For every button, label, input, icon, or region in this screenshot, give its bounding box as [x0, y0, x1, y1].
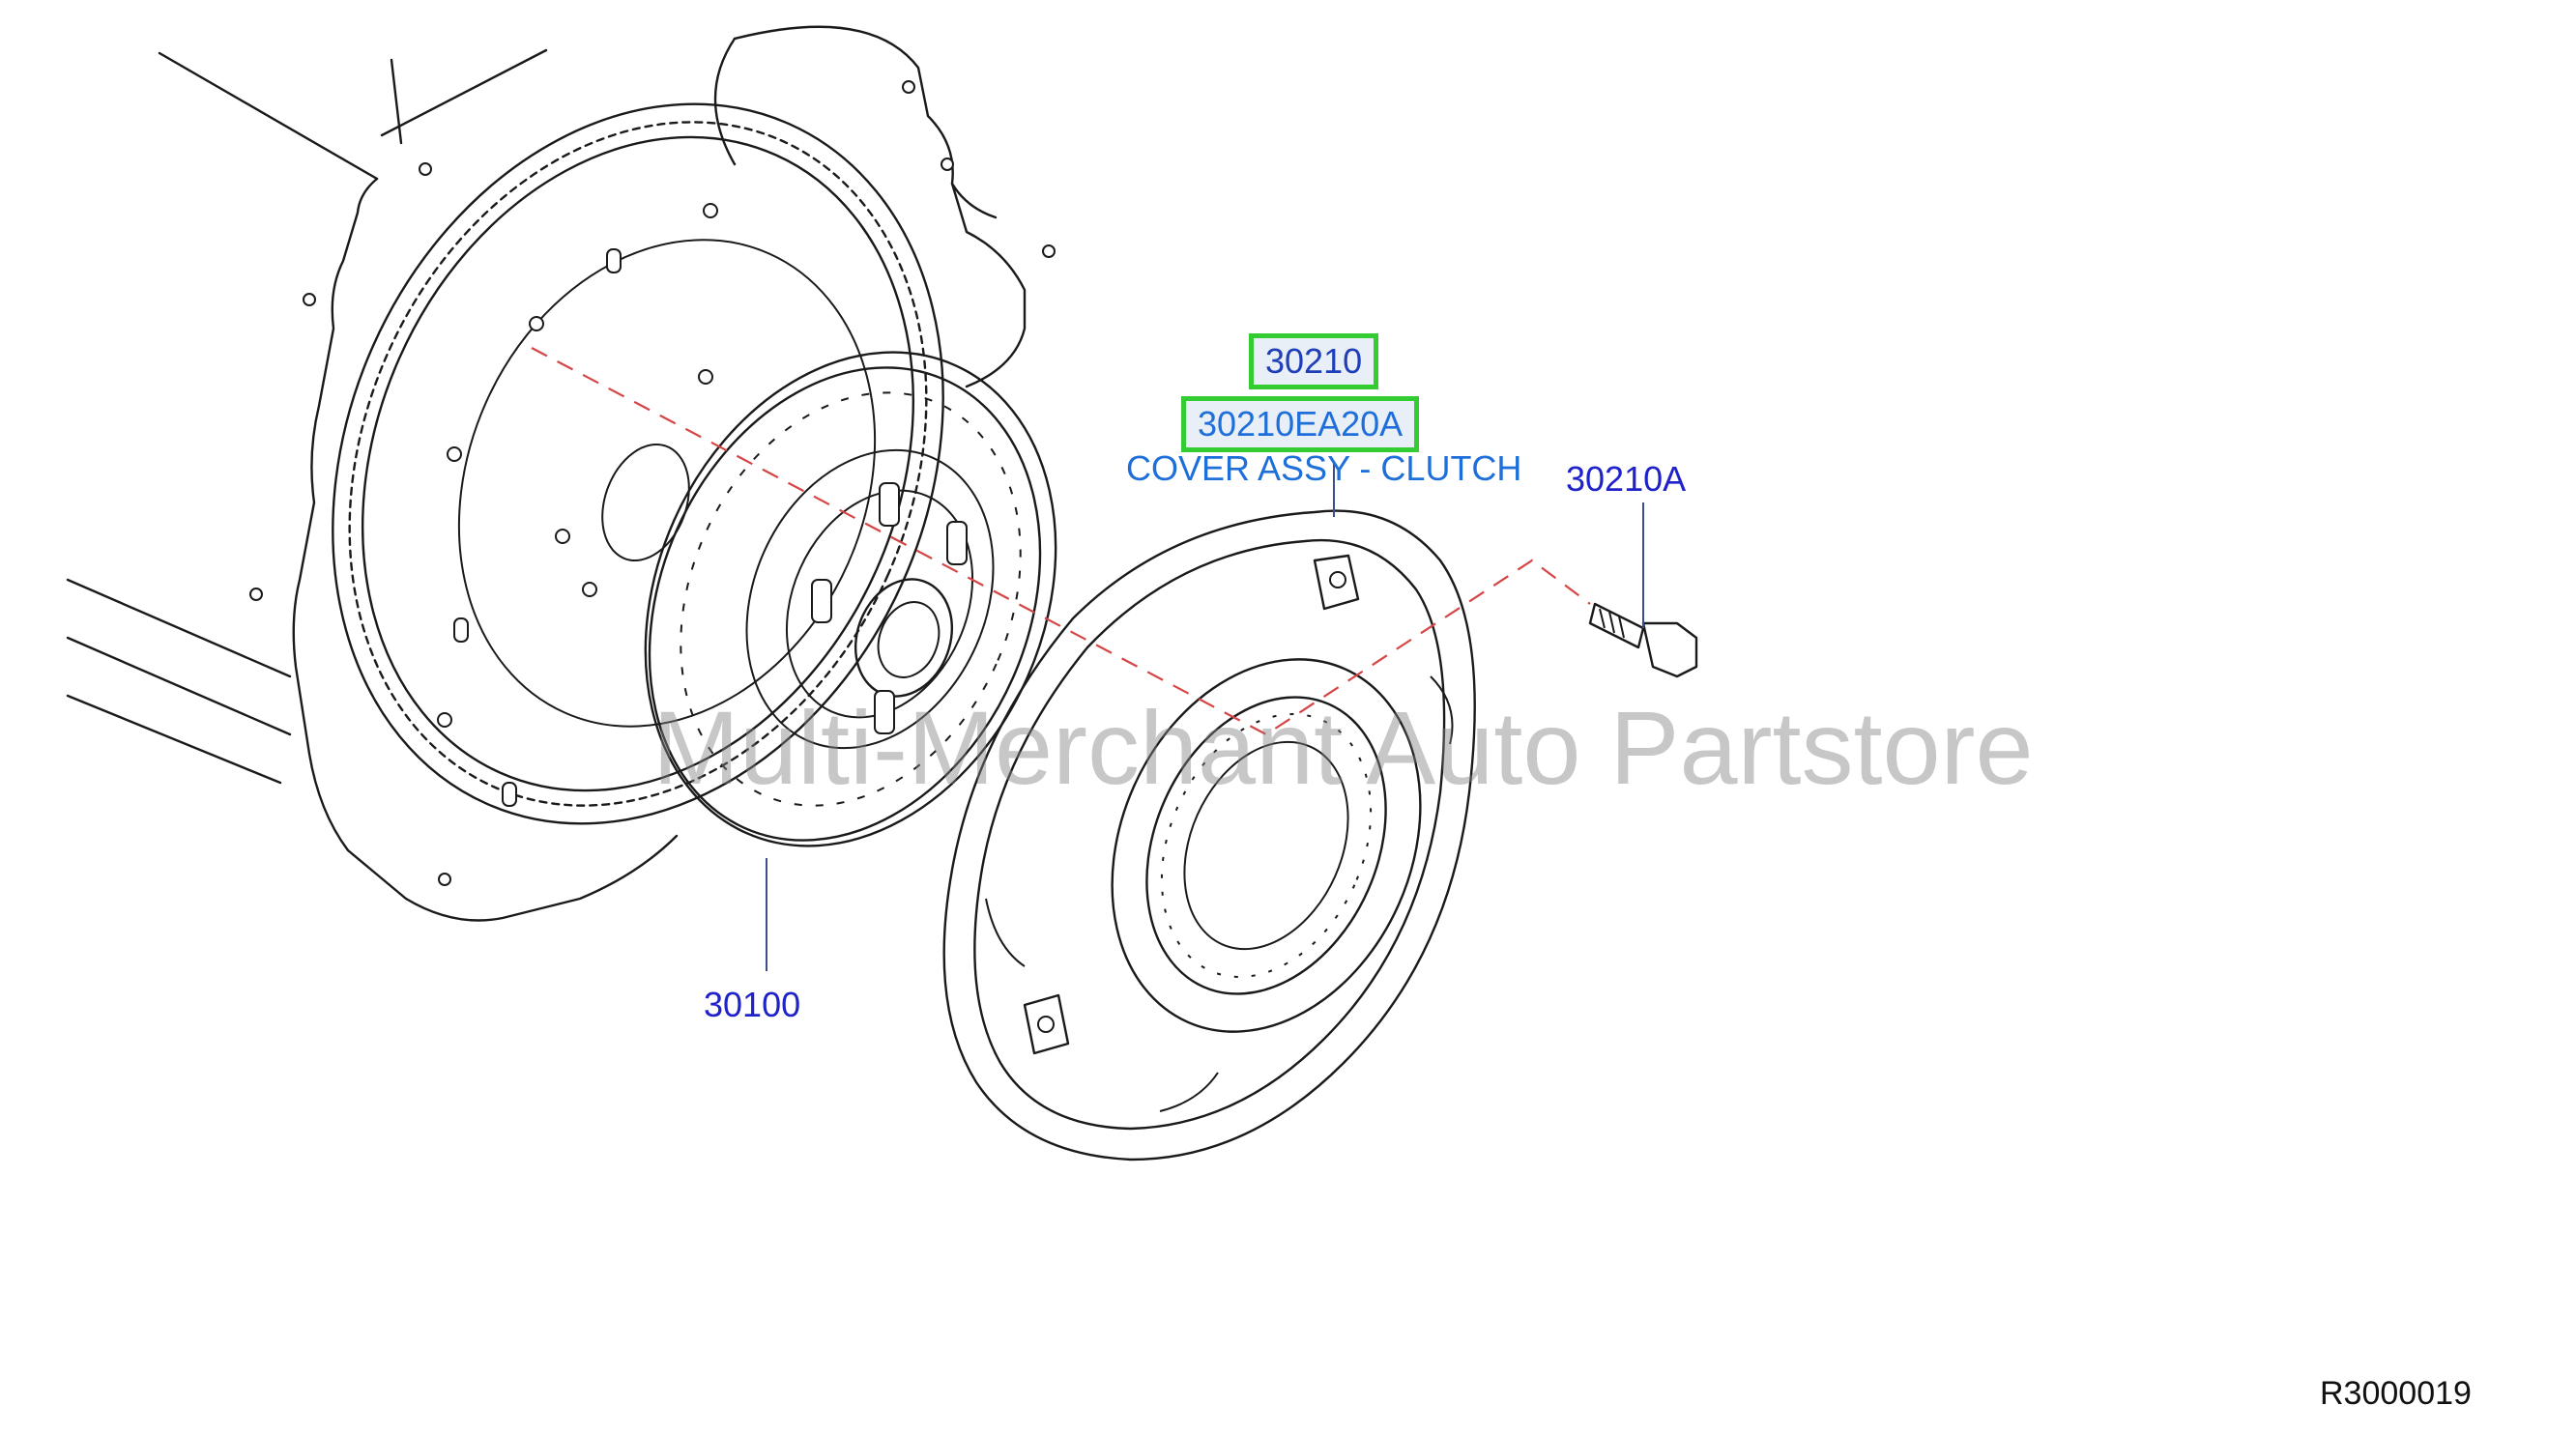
engine-housing	[66, 25, 1056, 922]
diagram-reference-code: R3000019	[2320, 1375, 2472, 1412]
label-clutch-disc-part-number[interactable]: 30100	[704, 985, 801, 1024]
watermark-text: Multi-Merchant Auto Partstore	[652, 689, 2034, 806]
clutch-cover	[942, 462, 1476, 1162]
label-clutch-cover-part-number[interactable]: 30210EA20A	[1181, 396, 1420, 452]
flywheel	[332, 102, 944, 825]
clutch-disc	[644, 351, 1057, 971]
clutch-bolt	[1588, 502, 1698, 678]
alignment-line	[531, 347, 1591, 736]
label-clutch-cover-description: COVER ASSY - CLUTCH	[1126, 448, 1522, 488]
label-bolt-part-number[interactable]: 30210A	[1566, 459, 1687, 499]
label-clutch-cover-group[interactable]: 30210	[1249, 333, 1379, 389]
